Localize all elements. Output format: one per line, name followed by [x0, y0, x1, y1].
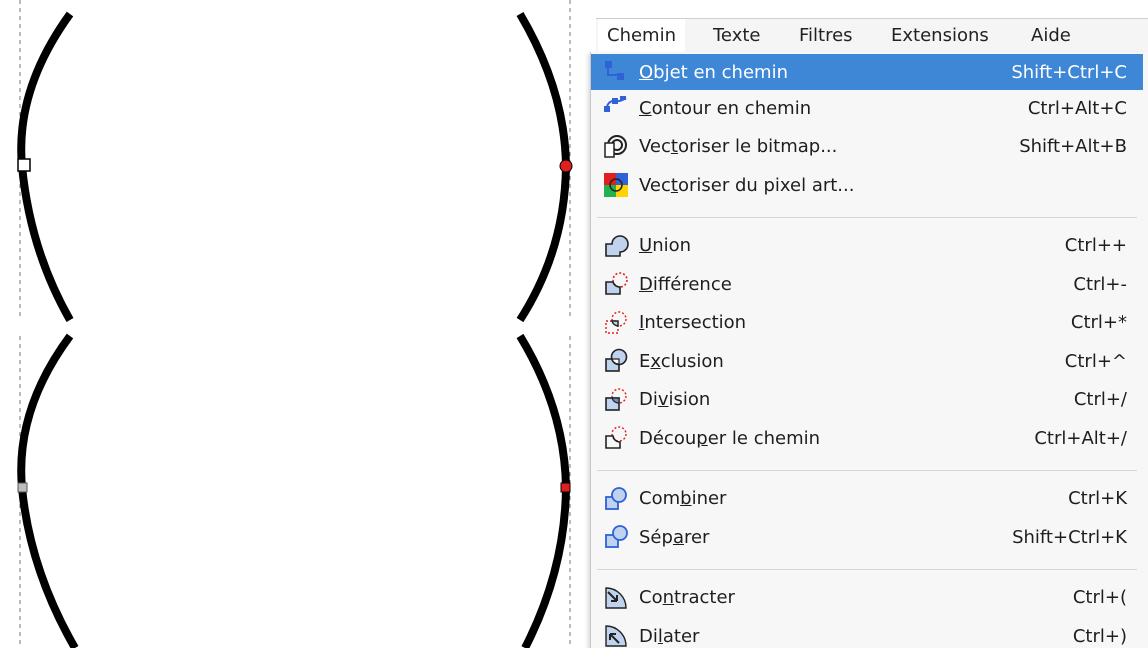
menu-filtres[interactable]: Filtres [799, 25, 853, 46]
menu-separator [597, 568, 1137, 570]
menu-item-shortcut: Shift+Alt+B [1019, 136, 1127, 157]
menu-item-shortcut: Shift+Ctrl+C [1011, 61, 1127, 83]
menu-item-label: Découper le chemin [639, 427, 821, 449]
menu-item-label: Dilater [639, 625, 700, 647]
lower-circle-right-arc[interactable] [516, 333, 571, 648]
menu-item-inset[interactable]: Contracter Ctrl+( [591, 580, 1143, 616]
outset-icon [601, 622, 631, 648]
union-icon [601, 232, 631, 260]
menu-item-label: Contour en chemin [639, 97, 812, 119]
menu-item-object-to-path[interactable]: Objet en chemin Shift+Ctrl+C [591, 54, 1143, 90]
object-to-path-icon [601, 58, 631, 86]
stroke-to-path-icon [601, 94, 631, 122]
upper-circle-right-arc[interactable] [516, 11, 571, 323]
menu-separator [597, 469, 1137, 471]
drawing-canvas[interactable] [0, 0, 590, 648]
menu-item-label: Division [639, 389, 711, 410]
menu-item-shortcut: Shift+Ctrl+K [1012, 526, 1127, 548]
menu-item-shortcut: Ctrl+( [1072, 587, 1127, 608]
menu-item-shortcut: Ctrl+Alt+/ [1034, 427, 1127, 449]
menu-item-shortcut: Ctrl+- [1073, 273, 1127, 295]
menu-item-shortcut: Ctrl+K [1068, 488, 1127, 509]
menu-item-shortcut: Ctrl+^ [1064, 350, 1127, 372]
menu-item-shortcut: Ctrl+Alt+C [1027, 97, 1127, 119]
path-node-right-lower[interactable] [560, 482, 571, 493]
division-icon [601, 386, 631, 414]
menu-item-label: Objet en chemin [639, 61, 788, 83]
difference-icon [601, 270, 631, 298]
intersection-icon [601, 309, 631, 337]
menu-item-combine[interactable]: Combiner Ctrl+K [591, 481, 1143, 517]
lower-circle-left-arc[interactable] [17, 333, 79, 648]
menu-item-shortcut: Ctrl+* [1070, 312, 1127, 333]
menu-item-label: Intersection [639, 312, 747, 333]
inset-icon [601, 584, 631, 612]
menu-item-division[interactable]: Division Ctrl+/ [591, 382, 1143, 418]
trace-bitmap-icon [601, 133, 631, 161]
menu-item-exclusion[interactable]: Exclusion Ctrl+^ [591, 343, 1143, 379]
path-node-right-upper-selected[interactable] [559, 159, 573, 173]
menu-item-label: Vectoriser du pixel art... [639, 174, 855, 196]
menu-item-union[interactable]: Union Ctrl++ [591, 228, 1143, 264]
menu-item-label: Séparer [639, 526, 710, 548]
menu-item-stroke-to-path[interactable]: Contour en chemin Ctrl+Alt+C [591, 90, 1143, 126]
canvas-drawing[interactable] [0, 0, 590, 648]
menu-item-label: Contracter [639, 587, 735, 608]
path-node-left-lower[interactable] [17, 482, 28, 493]
menu-texte[interactable]: Texte [713, 25, 761, 46]
trace-pixel-art-icon [601, 171, 631, 199]
menu-item-label: Différence [639, 273, 732, 295]
menu-item-difference[interactable]: Différence Ctrl+- [591, 266, 1143, 302]
menu-item-label: Combiner [639, 488, 727, 509]
menu-aide[interactable]: Aide [1031, 25, 1071, 46]
exclusion-icon [601, 347, 631, 375]
chemin-dropdown-menu: Objet en chemin Shift+Ctrl+C Contour en ch… [590, 52, 1148, 648]
menu-item-shortcut: Ctrl+) [1072, 625, 1127, 647]
cut-path-icon [601, 424, 631, 452]
menu-item-label: Union [639, 235, 692, 256]
menu-bar: Chemin Texte Filtres Extensions Aide [596, 18, 1148, 53]
menu-chemin[interactable]: Chemin [598, 19, 685, 53]
menu-item-shortcut: Ctrl++ [1064, 235, 1127, 256]
menu-separator [597, 216, 1137, 218]
menu-item-label: Exclusion [639, 350, 724, 372]
menu-item-cut-path[interactable]: Découper le chemin Ctrl+Alt+/ [591, 420, 1143, 456]
menu-item-outset[interactable]: Dilater Ctrl+) [591, 618, 1143, 648]
menu-item-intersection[interactable]: Intersection Ctrl+* [591, 305, 1143, 341]
combine-icon [601, 485, 631, 513]
menu-item-trace-bitmap[interactable]: Vectoriser le bitmap... Shift+Alt+B [591, 129, 1143, 165]
menu-item-label: Vectoriser le bitmap... [639, 136, 838, 157]
break-apart-icon [601, 523, 631, 551]
menu-item-shortcut: Ctrl+/ [1073, 389, 1127, 410]
menu-extensions[interactable]: Extensions [891, 25, 989, 46]
path-node-left-upper[interactable] [17, 158, 31, 172]
menu-item-trace-pixel-art[interactable]: Vectoriser du pixel art... [591, 167, 1143, 203]
menu-item-break-apart[interactable]: Séparer Shift+Ctrl+K [591, 519, 1143, 555]
